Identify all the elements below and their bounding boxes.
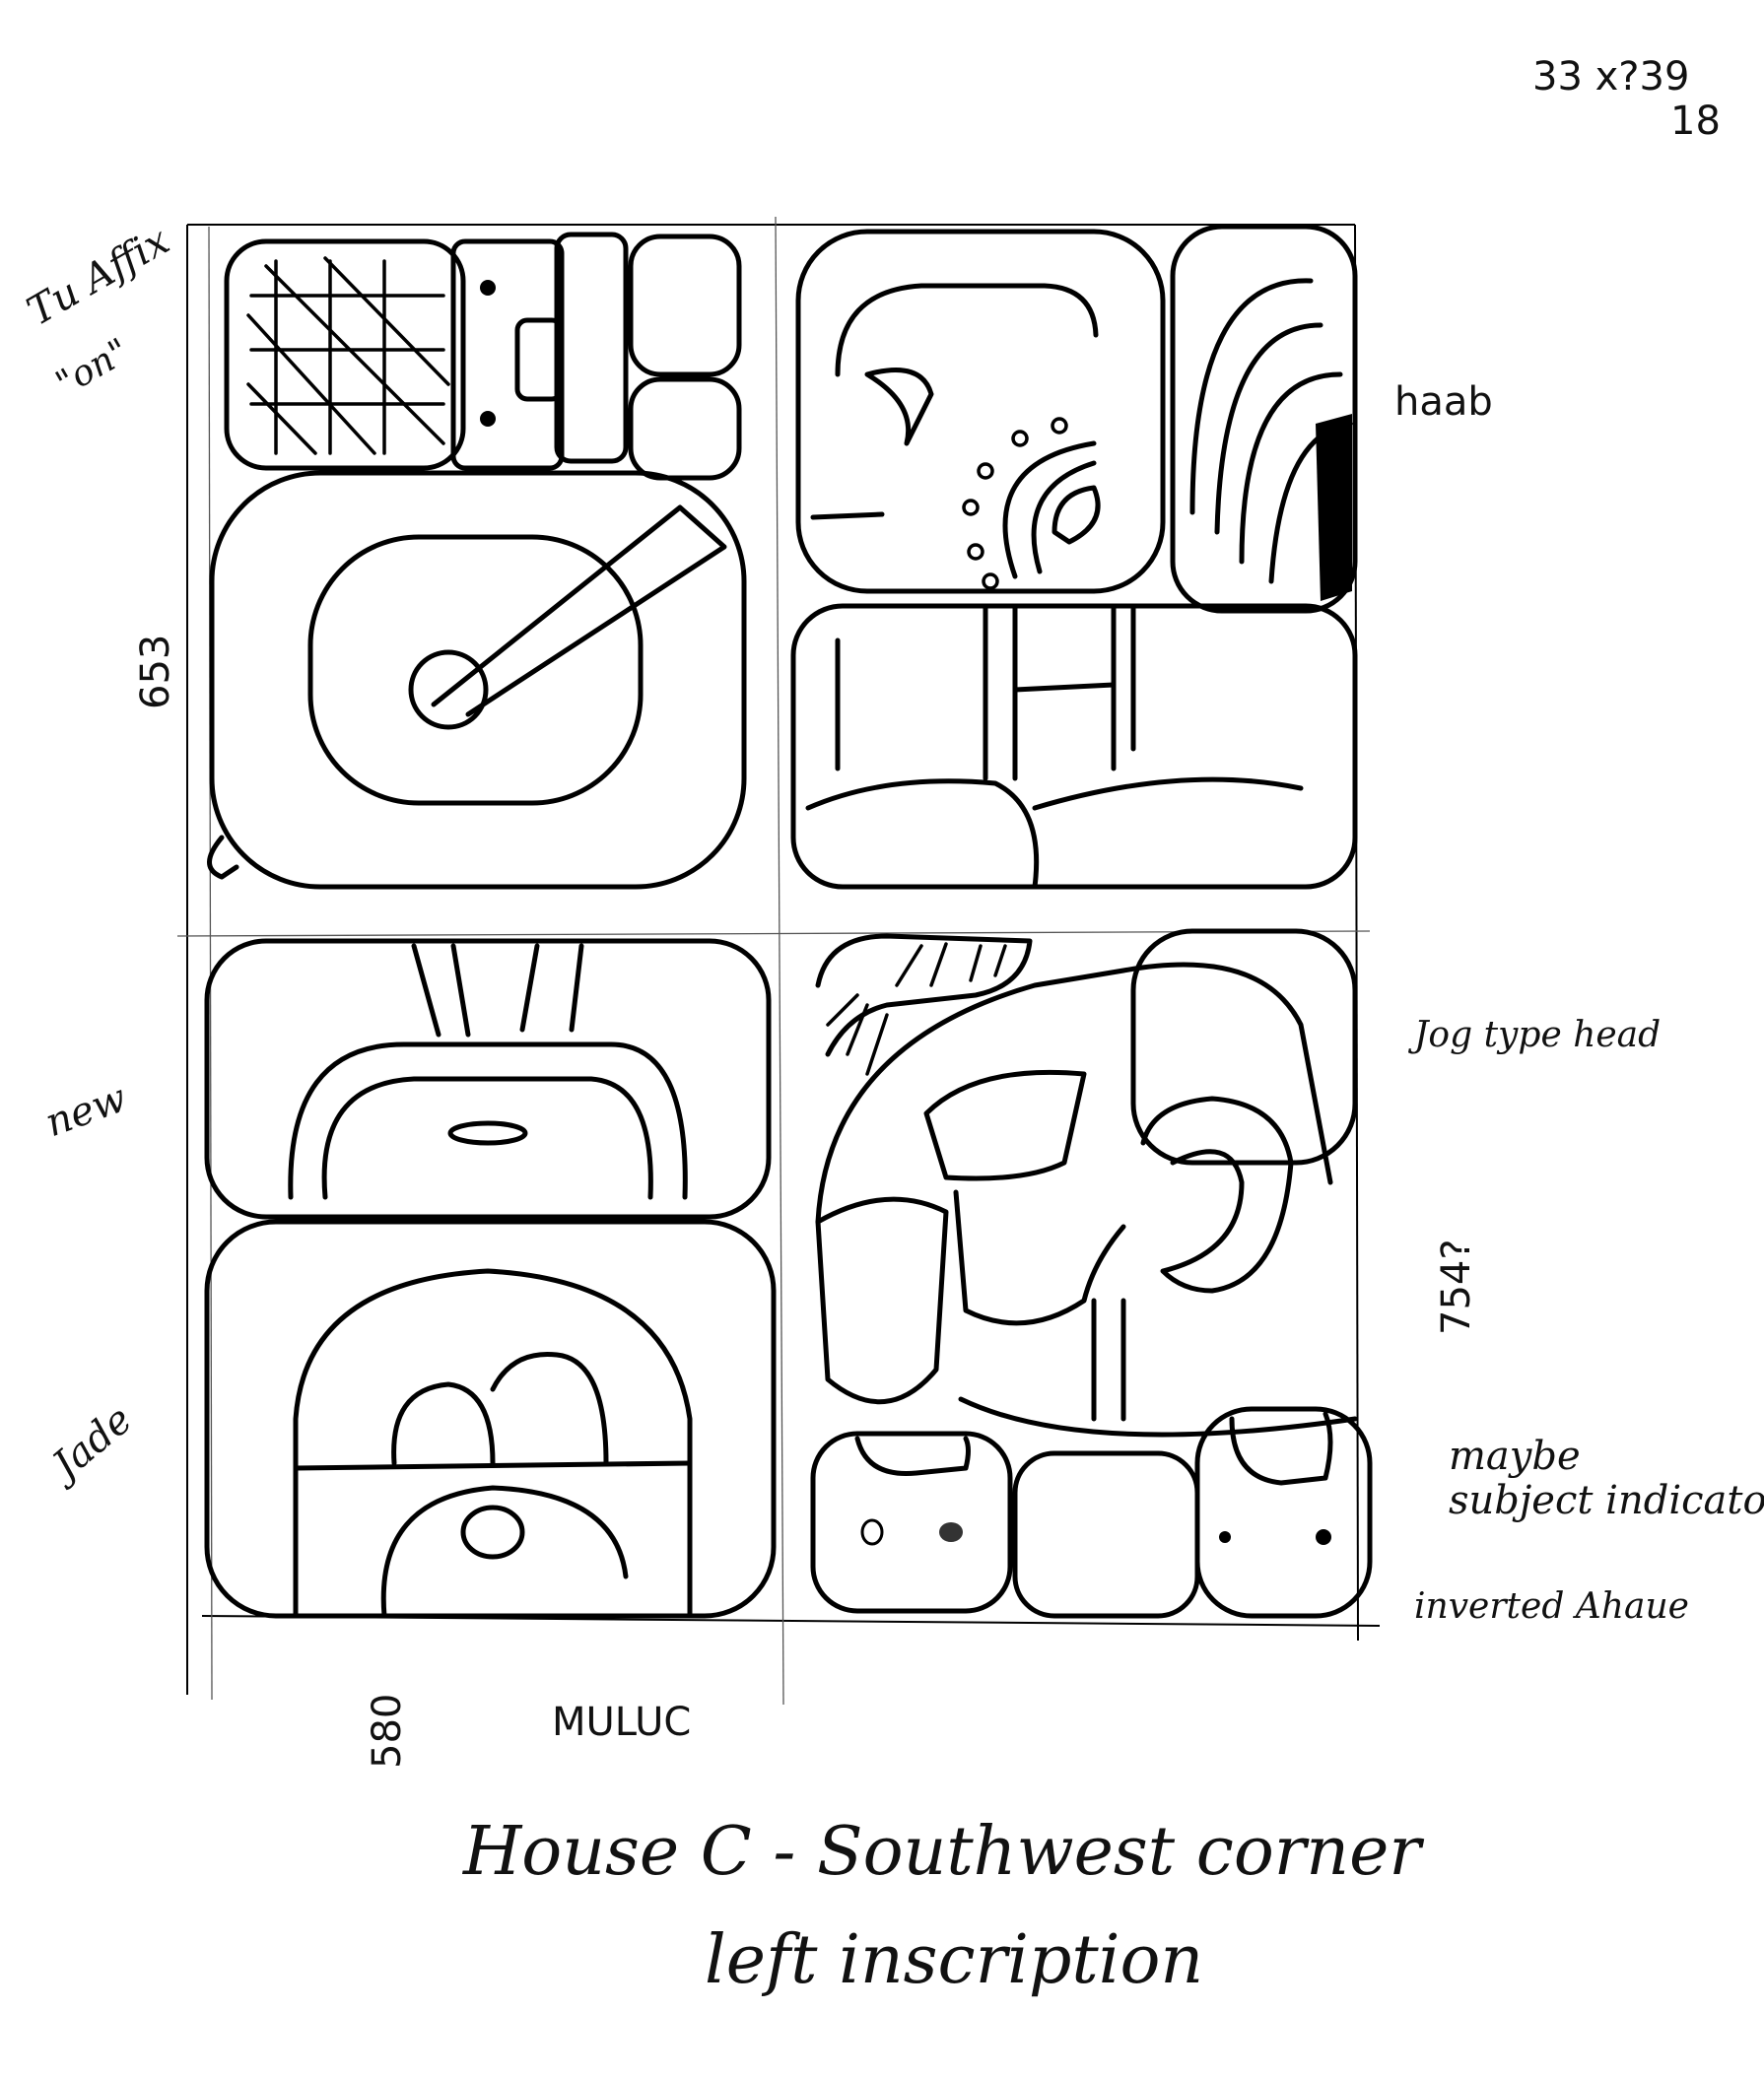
jog-type-head-label: Jog type head (1414, 1015, 1662, 1055)
haab-label: haab (1394, 379, 1493, 425)
glyph-block-b1 (790, 224, 1358, 890)
corner-number-bottom: 18 (1670, 99, 1721, 144)
caption-line-1: House C - Southwest corner (463, 1813, 1421, 1891)
inverted-ahaue-label: inverted Ahaue (1414, 1586, 1689, 1627)
number-754: 754? (1434, 1239, 1479, 1335)
maybe-label: maybe (1449, 1434, 1581, 1479)
glyph-block-a2 (204, 938, 777, 1619)
subject-indicator-label: subject indicator (1449, 1478, 1764, 1523)
glyph-block-a1 (207, 232, 747, 890)
glyph-block-b2 (810, 928, 1373, 1619)
caption-line-2: left inscription (705, 1921, 1204, 1999)
muluc-label: MULUC (552, 1700, 692, 1745)
corner-number-top: 33 x?39 (1532, 54, 1690, 100)
number-653: 653 (133, 634, 178, 709)
number-580: 580 (365, 1693, 410, 1769)
